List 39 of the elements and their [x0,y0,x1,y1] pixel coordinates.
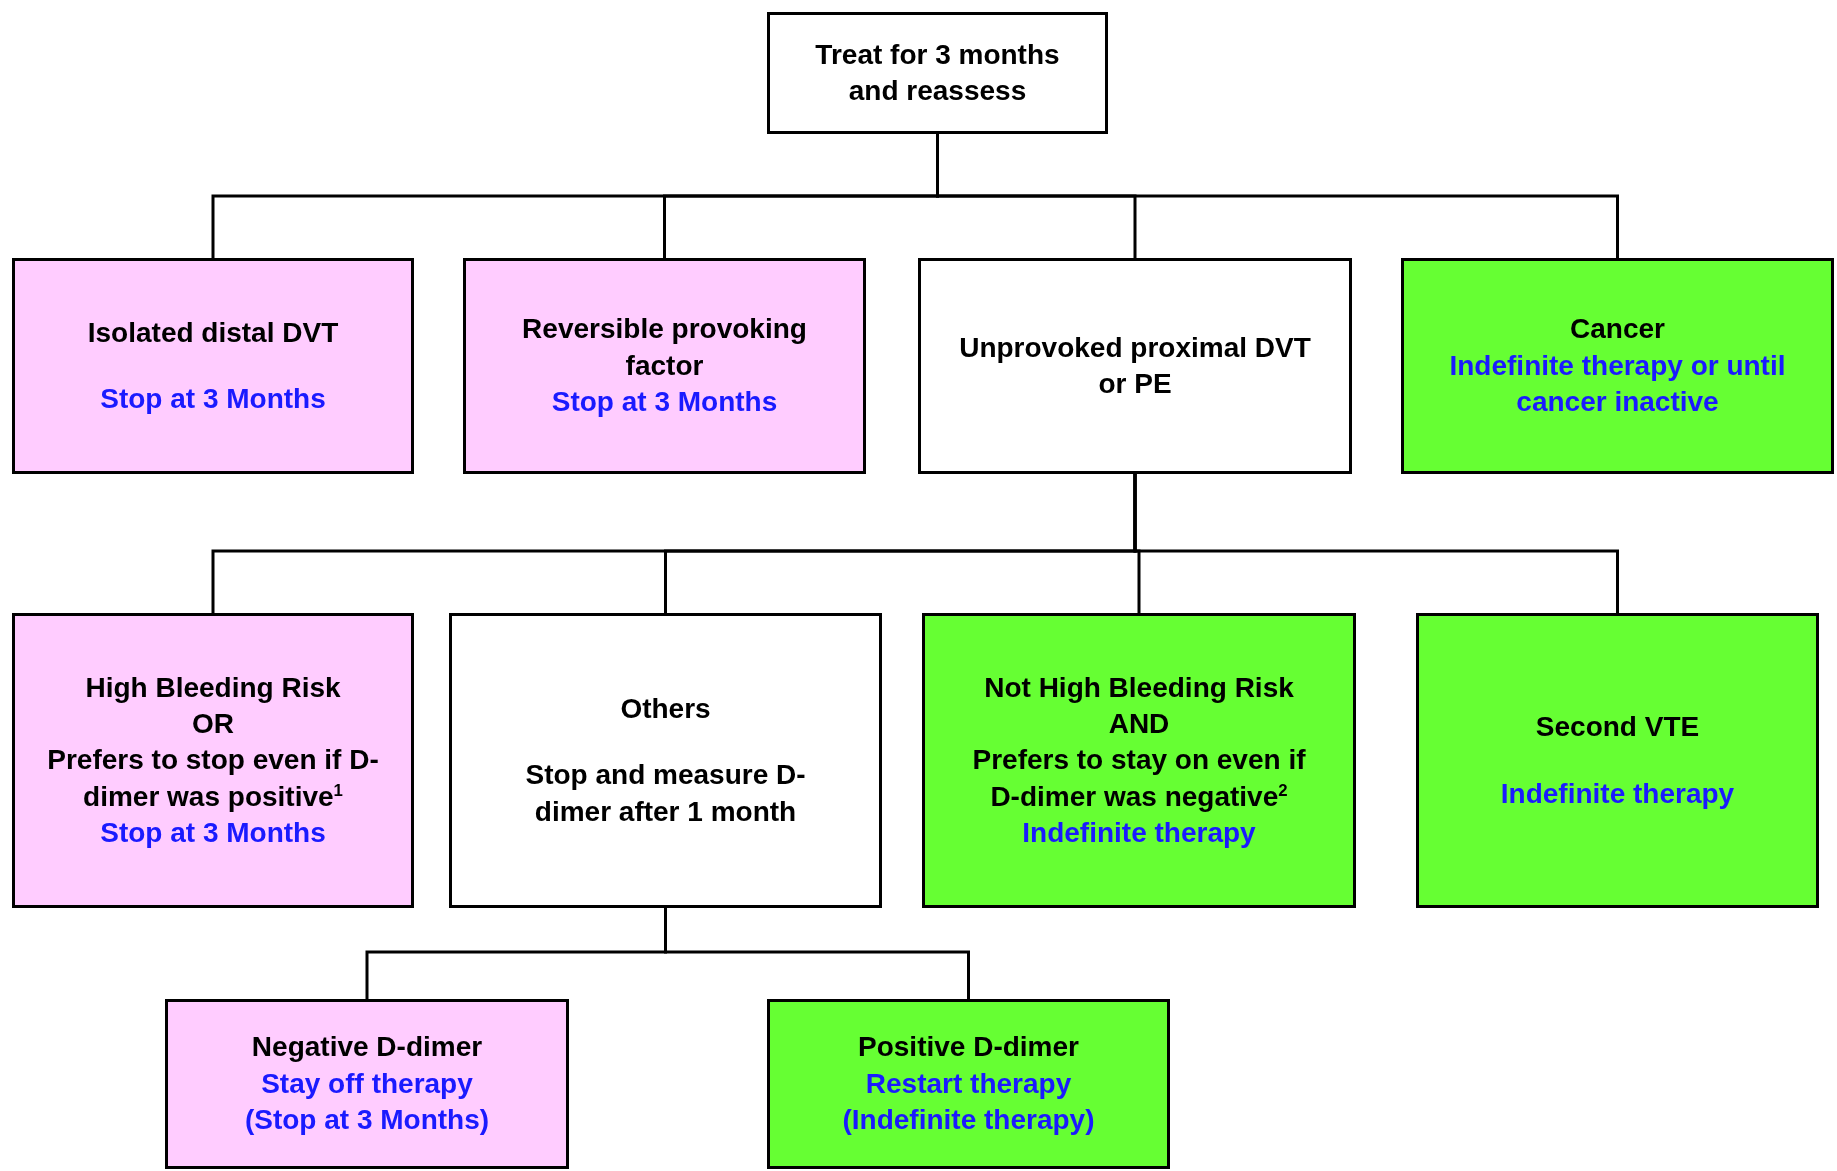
flowchart-box [12,613,414,908]
recommendation-text: Stop at 3 Months [100,382,326,416]
criteria-text: Positive D-dimer [858,1030,1079,1065]
criteria-text: Second VTE [1535,710,1700,745]
flowchart-box [767,12,1108,134]
criteria-text: Cancer [1570,312,1665,347]
recommendation-text: Stay off therapy [261,1066,473,1101]
criteria-text: Negative D-dimer [251,1030,483,1065]
criteria-text: High Bleeding Risk [85,670,341,705]
recommendation-text: Indefinite therapy or until cancer inactive [1448,348,1787,420]
flowchart-box [1401,258,1834,474]
criteria-text: Not High Bleeding Risk [984,670,1294,705]
recommendation-text: (Indefinite therapy) [842,1103,1095,1138]
recommendation-text: Restart therapy [865,1066,1072,1101]
criteria-text: Prefers to stop even if D-dimer was positive$^{1}$ [46,743,380,814]
flowchart-box [767,999,1170,1169]
recommendation-text: Stop at 3 Months [100,816,326,851]
recommendation-text: Indefinite therapy [1500,776,1735,811]
flowchart-box [922,613,1356,908]
connector-line [1133,474,1619,613]
criteria-text: Others [620,691,711,726]
flowchart-box [1416,613,1819,908]
criteria-text: Prefers to stay on even if D-dimer was negative$^{2}$ [971,743,1307,814]
criteria-text: Stop and measure D-dimer after 1 month [524,758,807,829]
connector-line [664,908,970,999]
criteria-text: Reversible provoking factor [521,312,808,383]
flowchart-box [918,258,1352,474]
flowchart-box [463,258,866,474]
criteria-text: AND [1108,706,1170,741]
recommendation-text: Indefinite therapy [1022,816,1256,851]
criteria-text: Treat for 3 months and reassess [814,37,1061,108]
flowchart-box [165,999,569,1169]
flowchart-box [12,258,414,474]
flowchart-box [449,613,882,908]
criteria-text: OR [192,706,234,741]
criteria-text: Isolated distal DVT [87,315,339,350]
recommendation-text: Stop at 3 Months [551,385,778,420]
recommendation-text: (Stop at 3 Months) [244,1103,490,1138]
criteria-text: Unprovoked proximal DVT or PE [958,330,1312,401]
